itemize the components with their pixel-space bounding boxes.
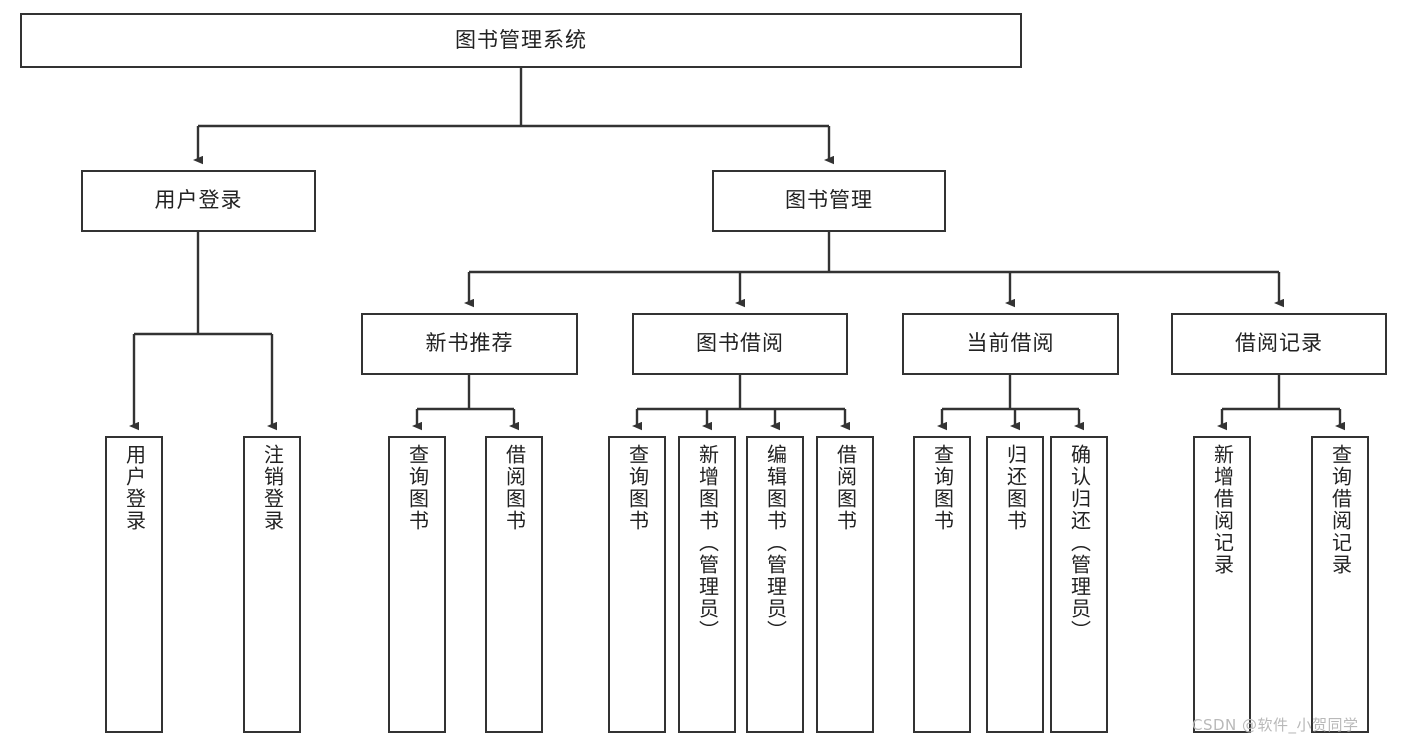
- node-label: 图书管理: [785, 188, 873, 213]
- node-add-borrow-record[interactable]: 新增借阅记录: [1193, 436, 1251, 733]
- node-label: 用户登录: [154, 188, 243, 213]
- node-query-book-2[interactable]: 查询图书: [608, 436, 666, 733]
- node-query-borrow-record[interactable]: 查询借阅记录: [1311, 436, 1369, 733]
- node-user-login-action[interactable]: 用户登录: [105, 436, 163, 733]
- node-book-borrow[interactable]: 图书借阅: [632, 313, 848, 375]
- node-logout-action[interactable]: 注销登录: [243, 436, 301, 733]
- node-label: 查询借阅记录: [1328, 444, 1353, 576]
- node-label: 查询图书: [930, 444, 955, 532]
- node-label: 注销登录: [260, 444, 285, 532]
- node-label: 新增图书（管理员）: [695, 444, 720, 642]
- node-current-borrow[interactable]: 当前借阅: [902, 313, 1119, 375]
- node-confirm-return-admin[interactable]: 确认归还（管理员）: [1050, 436, 1108, 733]
- node-borrow-record[interactable]: 借阅记录: [1171, 313, 1387, 375]
- node-borrow-book-1[interactable]: 借阅图书: [485, 436, 543, 733]
- node-book-manage[interactable]: 图书管理: [712, 170, 946, 232]
- node-query-book-1[interactable]: 查询图书: [388, 436, 446, 733]
- node-label: 确认归还（管理员）: [1067, 444, 1092, 642]
- node-label: 借阅记录: [1235, 331, 1323, 356]
- node-label: 图书借阅: [696, 331, 784, 356]
- node-add-book-admin[interactable]: 新增图书（管理员）: [678, 436, 736, 733]
- node-label: 查询图书: [405, 444, 430, 532]
- node-user-login[interactable]: 用户登录: [81, 170, 316, 232]
- node-return-book[interactable]: 归还图书: [986, 436, 1044, 733]
- node-label: 新书推荐: [425, 331, 514, 356]
- node-edit-book-admin[interactable]: 编辑图书（管理员）: [746, 436, 804, 733]
- node-label: 借阅图书: [833, 444, 858, 532]
- node-label: 编辑图书（管理员）: [763, 444, 788, 642]
- node-label: 当前借阅: [966, 331, 1055, 356]
- node-label: 查询图书: [625, 444, 650, 532]
- node-root-system[interactable]: 图书管理系统: [20, 13, 1022, 68]
- node-label: 借阅图书: [502, 444, 527, 532]
- csdn-watermark: CSDN @软件_小贺同学: [1192, 716, 1359, 734]
- node-label: 图书管理系统: [455, 27, 587, 52]
- node-new-book-recommend[interactable]: 新书推荐: [361, 313, 578, 375]
- node-label: 用户登录: [122, 444, 147, 532]
- node-label: 新增借阅记录: [1210, 444, 1235, 576]
- node-borrow-book-2[interactable]: 借阅图书: [816, 436, 874, 733]
- node-label: 归还图书: [1003, 444, 1028, 532]
- node-query-book-3[interactable]: 查询图书: [913, 436, 971, 733]
